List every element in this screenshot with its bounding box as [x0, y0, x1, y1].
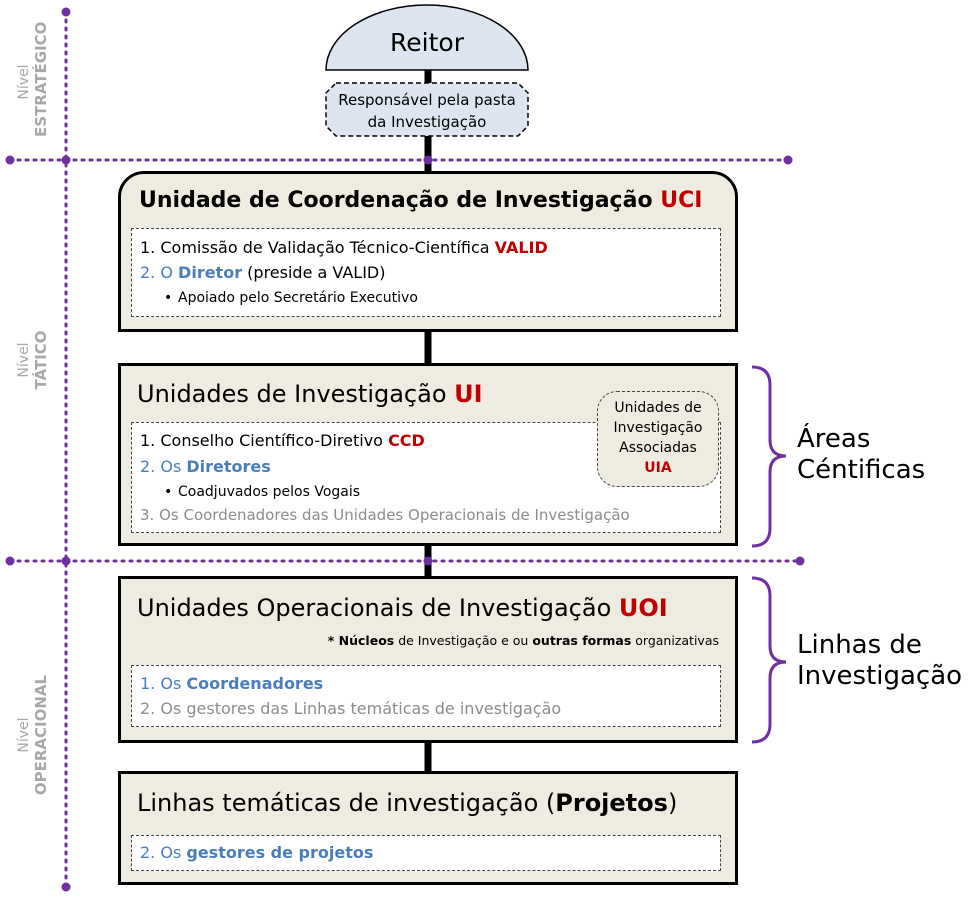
uia-line3: Associadas: [619, 440, 697, 456]
bullet-icon: •: [164, 290, 173, 306]
ui-box: Unidades de Investigação UI 1. Conselho …: [118, 363, 738, 546]
uia-tag: UIA: [644, 460, 672, 476]
responsavel-label: Responsável pela pasta da Investigação: [326, 89, 528, 133]
projetos-title-pre: Linhas temáticas de investigação (: [137, 789, 556, 817]
uci-item-1: 1. Comissão de Validação Técnico-Científ…: [140, 238, 548, 257]
brace-linhas: [751, 576, 787, 744]
uci-list: 1. Comissão de Validação Técnico-Científ…: [131, 228, 721, 317]
uci-item-2-pre: O: [160, 263, 179, 282]
uci-item-2-post: (preside a VALID): [242, 263, 386, 282]
level-tatico-name: TÁTICO: [32, 330, 50, 390]
uoi-note-t2: organizativas: [631, 633, 719, 648]
level-operacional-prefix: Nível: [16, 717, 32, 753]
uoi-note-t1: de Investigação e ou: [394, 633, 533, 648]
uoi-item-2: 2. Os gestores das Linhas temáticas de i…: [140, 699, 561, 718]
uia-line1: Unidades de: [614, 400, 702, 416]
level-estrategico: Nível ESTRATÉGICO: [16, 21, 50, 137]
uoi-note: * Núcleos de Investigação e ou outras fo…: [328, 633, 719, 648]
areas-line2: Céntificas: [797, 455, 926, 485]
uoi-note-b2: outras formas: [532, 633, 632, 648]
ui-item-2: 2. Os Diretores: [140, 457, 271, 476]
responsavel-line2: da Investigação: [367, 113, 487, 131]
ui-title-text: Unidades de Investigação: [137, 380, 455, 408]
uoi-list: 1. Os Coordenadores 2. Os gestores das L…: [131, 665, 721, 727]
reitor-label: Reitor: [390, 28, 464, 57]
areas-line1: Áreas: [797, 424, 871, 454]
ui-item-1: 1. Conselho Científico-Diretivo CCD: [140, 431, 425, 450]
level-operacional-name: OPERACIONAL: [32, 674, 50, 796]
uci-item-2-num: 2.: [140, 263, 156, 282]
uci-item-1-tag: VALID: [494, 238, 548, 257]
responsavel-octagon: [325, 82, 529, 137]
linhas-label: Linhas de Investigação: [797, 630, 962, 692]
uci-box: Unidade de Coordenação de Investigação U…: [118, 171, 738, 332]
ui-item-3-text: Os Coordenadores das Unidades Operaciona…: [159, 506, 630, 524]
uci-item-2-bold: Diretor: [178, 263, 243, 282]
bullet-icon: •: [164, 484, 173, 500]
uoi-item-2-num: 2.: [140, 699, 156, 718]
uci-item-1-num: 1.: [140, 238, 156, 257]
ui-sub-item: • Coadjuvados pelos Vogais: [164, 484, 360, 500]
ui-item-3-num: 3.: [140, 506, 155, 524]
projetos-item-1: 2. Os gestores de projetos: [140, 843, 373, 862]
uoi-title-text: Unidades Operacionais de Investigação: [137, 594, 619, 622]
uci-title: Unidade de Coordenação de Investigação U…: [139, 188, 702, 213]
ui-item-2-pre: Os: [160, 457, 187, 476]
ui-sub-text: Coadjuvados pelos Vogais: [178, 484, 361, 500]
projetos-title-post: ): [667, 789, 678, 817]
uoi-item-1: 1. Os Coordenadores: [140, 674, 323, 693]
uoi-title: Unidades Operacionais de Investigação UO…: [137, 594, 668, 622]
uoi-box: Unidades Operacionais de Investigação UO…: [118, 576, 738, 743]
axis-dot-top: [61, 7, 71, 17]
responsavel-line1: Responsável pela pasta: [338, 91, 516, 109]
reitor-dome: [325, 4, 529, 71]
uoi-item-1-num: 1.: [140, 674, 156, 693]
projetos-item-1-num: 2.: [140, 843, 156, 862]
uci-sub-text: Apoiado pelo Secretário Executivo: [178, 290, 418, 306]
level-estrategico-prefix: Nível: [16, 64, 32, 100]
uci-title-text: Unidade de Coordenação de Investigação: [139, 188, 661, 213]
ui-title: Unidades de Investigação UI: [137, 380, 483, 408]
uoi-item-1-bold: Coordenadores: [186, 674, 324, 693]
ui-item-3: 3. Os Coordenadores das Unidades Operaci…: [140, 506, 630, 524]
uoi-note-b1: Núcleos: [338, 633, 395, 648]
brace-areas: [751, 365, 787, 548]
uci-sub-item: • Apoiado pelo Secretário Executivo: [164, 290, 418, 306]
level-operacional: Nível OPERACIONAL: [16, 665, 50, 805]
ui-acronym: UI: [454, 380, 483, 408]
linhas-line1: Linhas de: [797, 630, 922, 660]
projetos-list: 2. Os gestores de projetos: [131, 835, 721, 871]
ui-item-1-tag: CCD: [388, 431, 425, 450]
ui-item-2-num: 2.: [140, 457, 156, 476]
level-estrategico-name: ESTRATÉGICO: [32, 21, 50, 137]
ui-item-1-num: 1.: [140, 431, 156, 450]
uia-line2: Investigação: [613, 420, 703, 436]
uoi-acronym: UOI: [618, 594, 668, 622]
uoi-item-2-text: Os gestores das Linhas temáticas de inve…: [160, 699, 562, 718]
level-tatico-prefix: Nível: [16, 342, 32, 378]
projetos-item-1-bold: gestores de projetos: [186, 843, 374, 862]
projetos-title-bold: Projetos: [555, 789, 668, 817]
level-tatico: Nível TÁTICO: [16, 305, 50, 415]
projetos-title: Linhas temáticas de investigação (Projet…: [137, 789, 677, 817]
uoi-item-1-pre: Os: [160, 674, 187, 693]
ui-item-1-text: Conselho Científico-Diretivo: [160, 431, 389, 450]
axis-dot-bottom: [61, 882, 71, 892]
uci-item-2: 2. O Diretor (preside a VALID): [140, 263, 385, 282]
areas-label: Áreas Céntificas: [797, 424, 925, 486]
projetos-box: Linhas temáticas de investigação (Projet…: [118, 771, 738, 885]
linhas-line2: Investigação: [797, 661, 963, 691]
ui-item-2-bold: Diretores: [186, 457, 271, 476]
uci-acronym: UCI: [660, 188, 703, 213]
uia-box: Unidades de Investigação Associadas UIA: [597, 391, 719, 487]
uci-item-1-text: Comissão de Validação Técnico-Científica: [160, 238, 495, 257]
projetos-item-1-pre: Os: [160, 843, 187, 862]
uoi-note-star: *: [327, 633, 339, 648]
